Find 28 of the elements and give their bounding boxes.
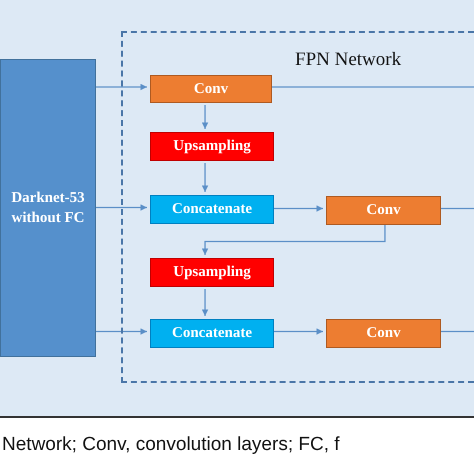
concatenate-block [150,195,274,224]
arrow [202,289,208,316]
conv-block [150,75,272,103]
block-label: Concatenate [172,324,252,344]
arrow [202,163,208,192]
arrow [272,328,323,335]
arrow [96,84,147,90]
upsampling-block [150,132,274,161]
arrow [96,204,147,211]
block-label: Conv [366,324,401,344]
arrow [202,105,208,129]
conv-block [326,319,441,348]
block-label: Darknet-53 without FC [10,188,86,228]
conv-block [326,196,441,225]
block-label: Upsampling [173,137,251,156]
block-label: Conv [194,80,228,99]
group-title: FPN Network [295,48,402,72]
block-label: Concatenate [172,200,252,220]
block-label: Conv [366,201,401,220]
arrow [96,328,147,335]
figure-caption: Network; Conv, convolution layers; FC, f [2,434,340,456]
arrow [272,205,323,212]
arrow [202,223,386,255]
concatenate-block [150,319,274,348]
dashed-group-box [121,31,474,383]
backbone-block [0,59,96,357]
upsampling-block [150,258,274,287]
block-label: Upsampling [173,263,251,282]
